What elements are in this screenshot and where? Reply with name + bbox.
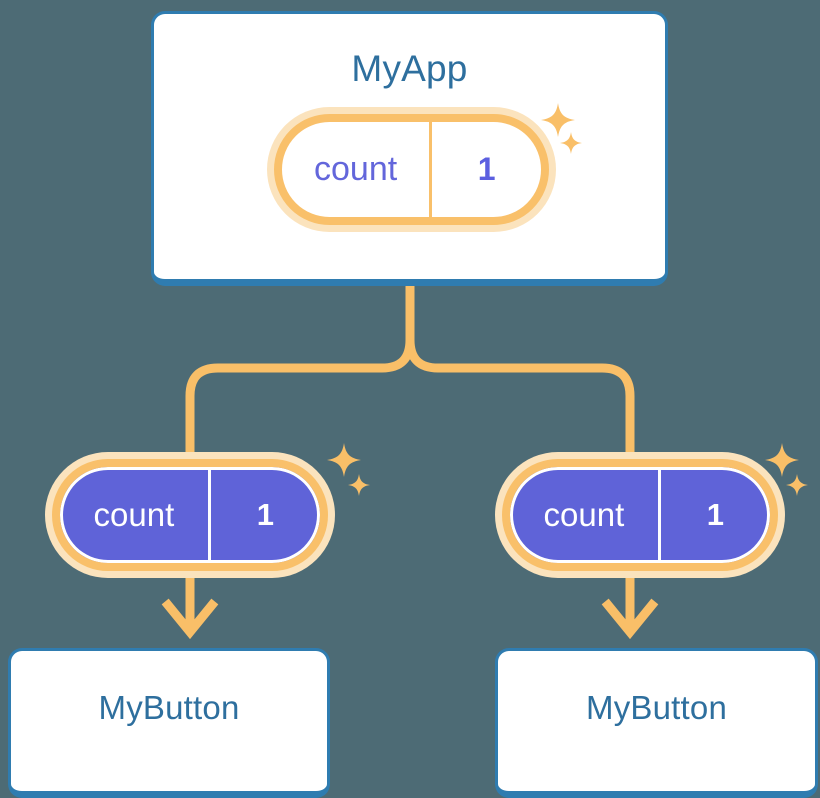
page-title: MyApp xyxy=(351,48,468,89)
state-name: count xyxy=(510,467,661,563)
state-pill-ring: count 1 xyxy=(52,459,328,571)
state-value: 1 xyxy=(477,151,496,187)
diagram-canvas: MyApp count 1 count 1 MyButton xyxy=(8,11,818,798)
sparkle-icon xyxy=(348,474,370,496)
sparkle-icon xyxy=(560,132,582,154)
state-name: count xyxy=(60,467,211,563)
state-pill-branch-right[interactable]: count 1 xyxy=(495,452,785,578)
state-pill-ring: count 1 xyxy=(274,114,549,225)
mybutton-label: MyButton xyxy=(586,689,727,726)
state-name: count xyxy=(282,122,433,217)
mybutton-node-left[interactable]: MyButton xyxy=(8,648,330,798)
state-pill-branch-left[interactable]: count 1 xyxy=(45,452,335,578)
state-value: 1 xyxy=(706,497,725,532)
sparkle-icon xyxy=(765,443,799,477)
sparkle-icon xyxy=(327,443,361,477)
sparkle-icon xyxy=(541,103,575,137)
sparkle-icon xyxy=(786,474,808,496)
mybutton-label: MyButton xyxy=(98,689,240,726)
state-pill-root[interactable]: count 1 xyxy=(267,107,556,232)
mybutton-node-right[interactable]: MyButton xyxy=(495,648,818,798)
state-pill-ring: count 1 xyxy=(502,459,778,571)
state-value: 1 xyxy=(256,497,275,532)
